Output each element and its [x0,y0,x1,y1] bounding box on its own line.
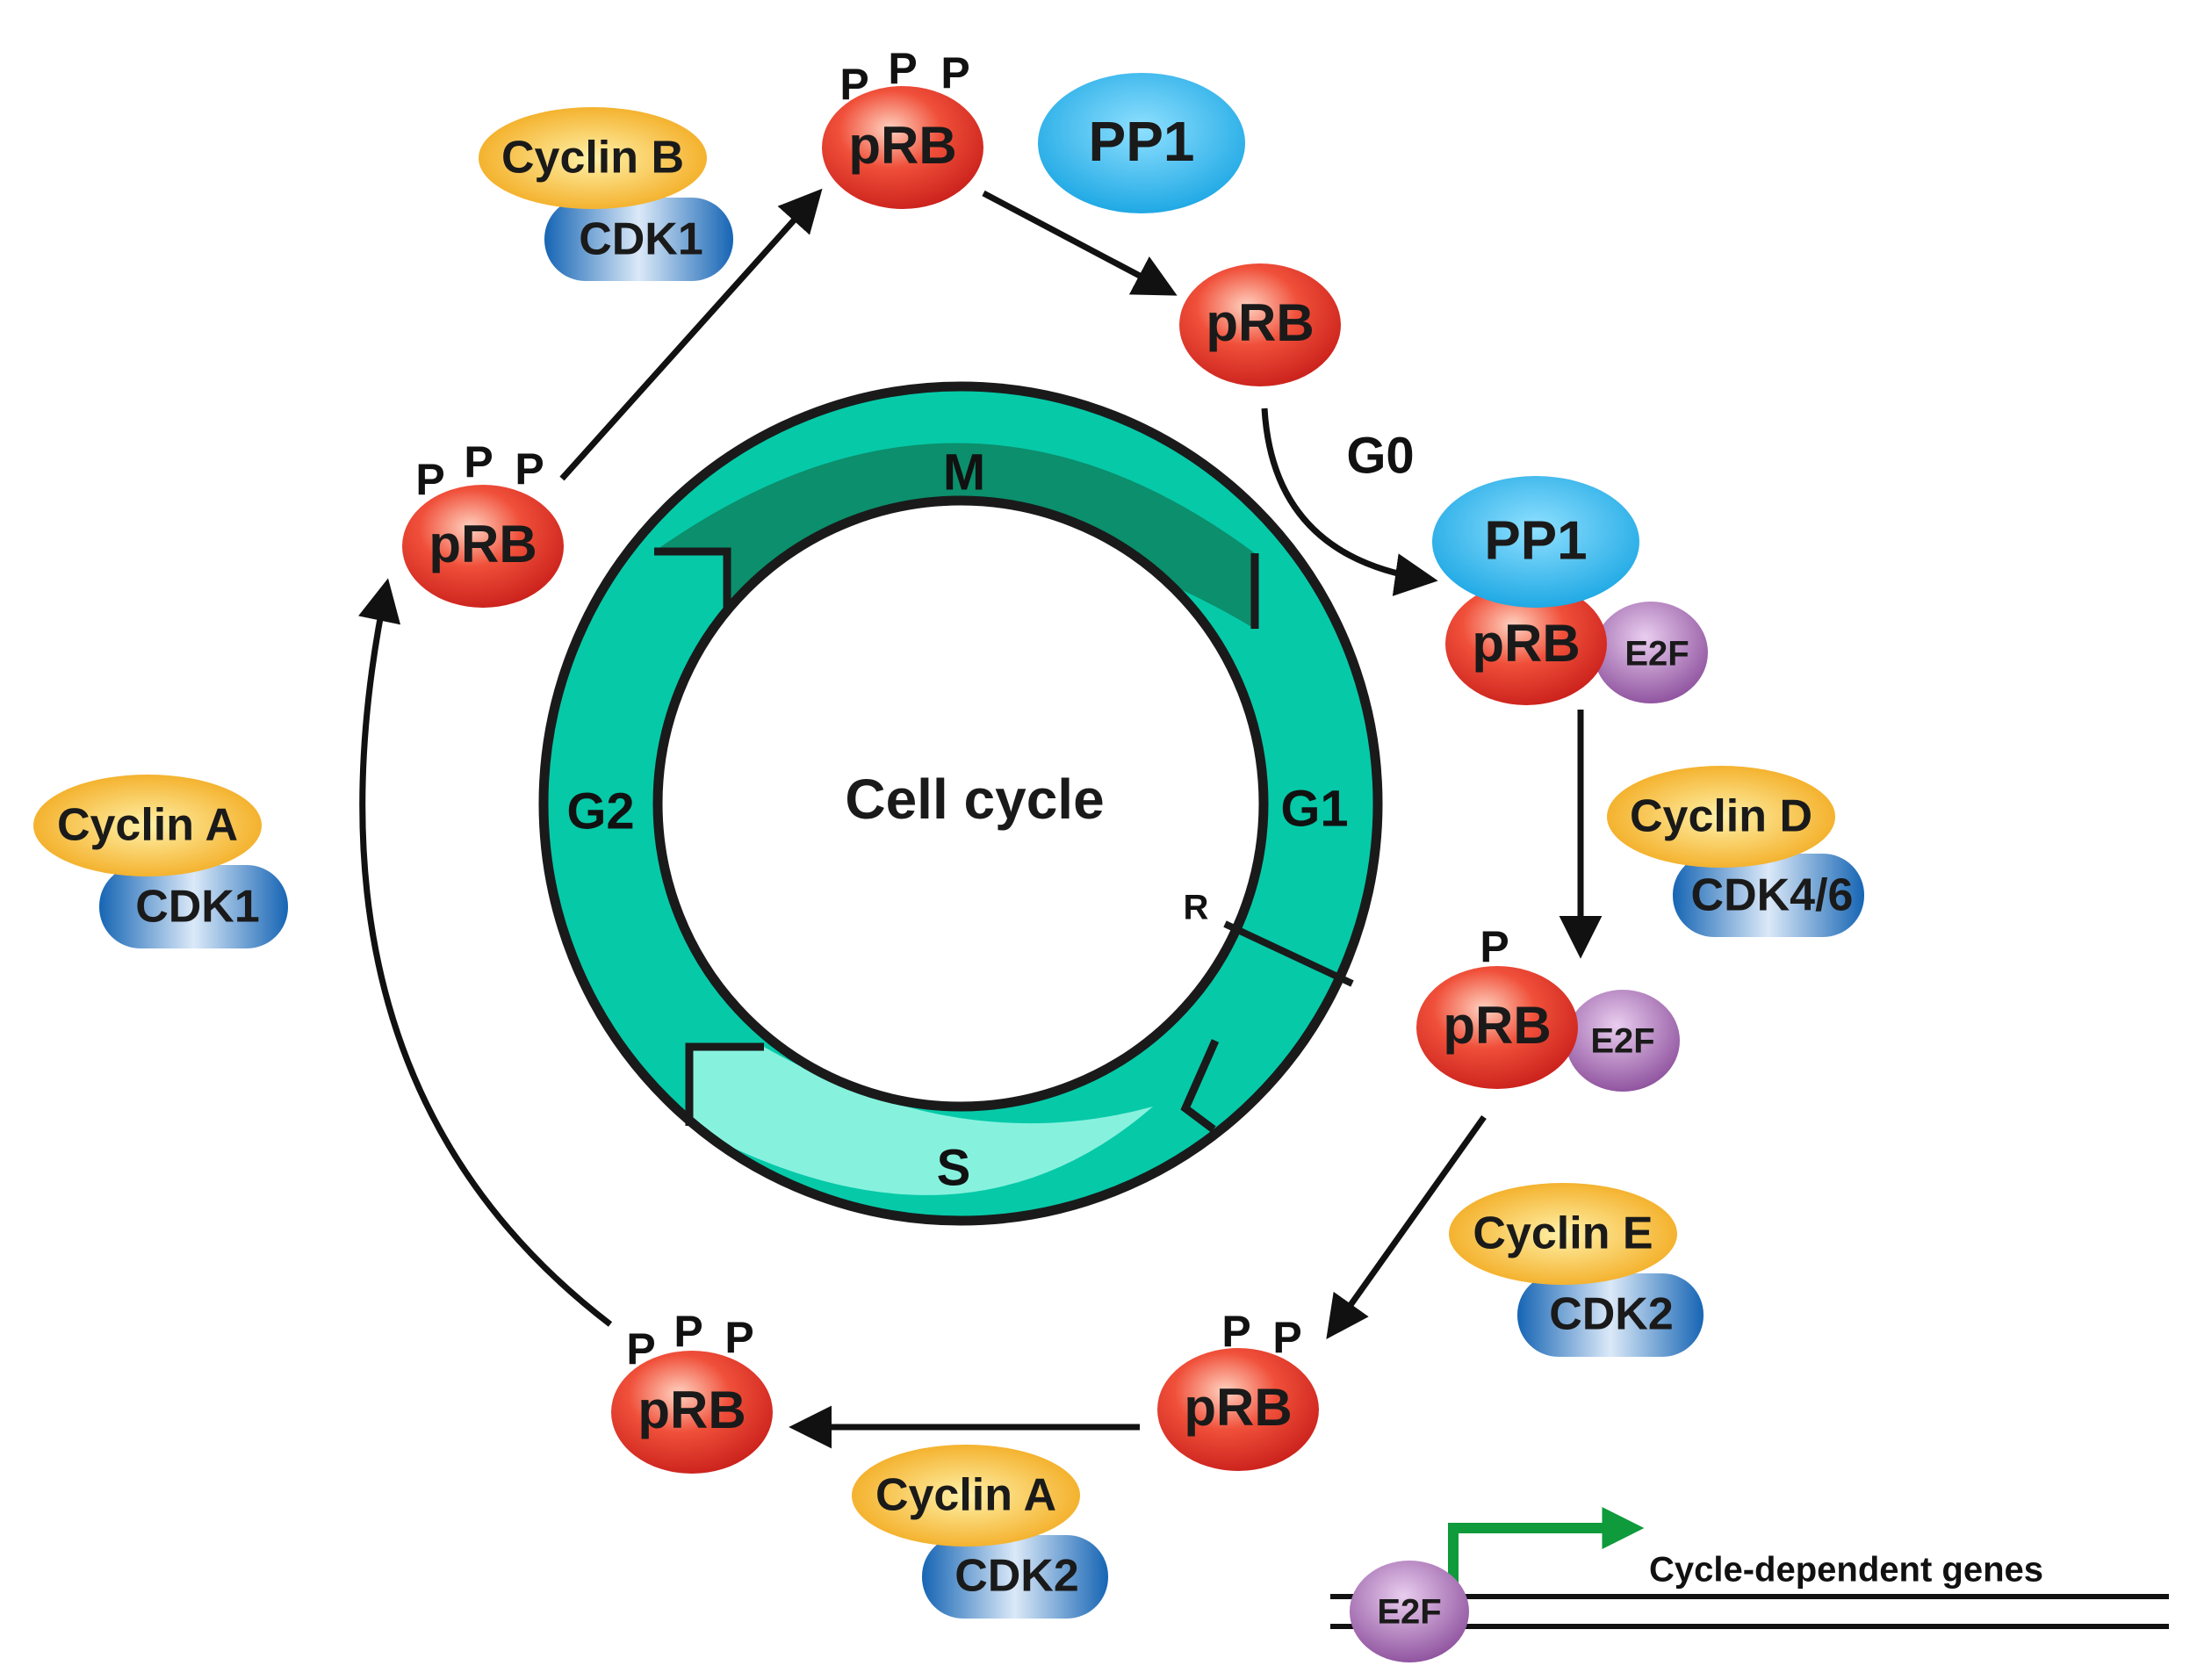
cell-cycle-ring: Cell cycle M G1 S G2 R [538,381,1383,1226]
cyclin-label: Cyclin A [875,1470,1056,1521]
e2f-label: E2F [1377,1593,1441,1632]
phosphate-label: P [888,44,917,93]
prb-label: pRB [1443,996,1551,1055]
e2f-label: E2F [1624,635,1689,674]
cdk-pill [1517,1273,1704,1357]
cyclin-d-cdk46-complex: Cyclin D CDK4/6 [1607,766,1864,937]
e2f-ellipse [1350,1561,1469,1662]
arrow-to-dephospho-prb [982,190,1178,296]
pp1-label: PP1 [1484,510,1587,571]
arrow-to-top-prb [559,188,823,481]
prb-ellipse [611,1351,773,1474]
cyclin-ellipse [1607,766,1835,868]
prb-label: pRB [1472,614,1580,673]
cycle-title: Cell cycle [845,768,1104,831]
ring-outer-border [538,381,1383,1226]
cyclin-ellipse [33,775,262,876]
prb-ellipse [822,86,983,209]
pathway-arrows [358,188,1603,1449]
e2f-label: E2F [1590,1022,1654,1061]
cdk-label: CDK1 [135,882,260,933]
phosphate-label: P [1272,1313,1301,1362]
cdk-label: CDK2 [1549,1289,1674,1340]
pp1-prb-e2f-complex: PP1 pRB E2F [1432,476,1708,705]
pp1-free: PP1 [1038,73,1245,213]
prb-monophospho-e2f: pRB E2F P [1416,922,1680,1092]
prb-ellipse [1445,582,1607,705]
prb-ellipse [402,485,564,608]
pp1-ellipse [1038,73,1245,213]
cyclin-b-cdk1-complex: Cyclin B CDK1 [479,107,733,281]
ring-inner-circle [652,495,1269,1112]
cyclin-ellipse [479,107,707,209]
e2f-ellipse [1566,990,1680,1092]
phase-g1-label: G1 [1280,780,1348,837]
cdk-pill [99,865,288,948]
phosphate-label: P [724,1313,753,1362]
phosphate-label: P [415,455,444,504]
phase-g2-label: G2 [566,782,634,840]
g1-s-boundary [1180,1039,1220,1133]
s-g2-boundary [685,1042,764,1126]
prb-triphospho-bottom: pRB P P P [611,1307,773,1474]
phosphate-label: P [1221,1307,1250,1356]
phosphate-label: P [1480,922,1509,971]
phosphate-label: P [674,1307,702,1356]
arrow-to-triphospho-prb-left [358,578,613,1327]
cdk-pill [1673,854,1864,937]
cyclin-label: Cyclin B [501,133,684,184]
restriction-point-label: R [1184,889,1209,927]
prb-hyperphospho-top: pRB P P P [822,44,983,209]
g0-label: G0 [1346,427,1414,484]
arrow-to-diphospho-prb [1326,1114,1487,1339]
cyclin-a-cdk1-complex: Cyclin A CDK1 [33,775,288,948]
prb-label: pRB [637,1381,746,1439]
phase-m-label: M [943,443,985,501]
pp1-label: PP1 [1089,110,1195,173]
pp1-ellipse [1432,476,1639,608]
phosphate-label: P [515,444,544,494]
restriction-point-marker [1223,920,1354,987]
genes-label: Cycle-dependent genes [1649,1551,2043,1590]
cdk-label: CDK4/6 [1691,870,1854,921]
arrow-g0-to-pp1-complex [1261,407,1438,596]
phosphate-label: P [464,437,493,487]
prb-label: pRB [1206,293,1314,352]
cdk-label: CDK2 [954,1551,1079,1602]
prb-ellipse [1179,263,1341,386]
phosphate-label: P [626,1324,655,1374]
cdk-pill [922,1535,1108,1619]
phase-s-segment [689,1047,1153,1195]
prb-label: pRB [429,515,537,573]
prb-dephospho: pRB [1179,263,1341,386]
cyclin-label: Cyclin D [1630,791,1812,842]
phosphate-label: P [839,60,868,109]
promoter-arrow-icon [1448,1507,1645,1598]
e2f-ellipse [1594,602,1708,703]
m-g2-boundary [654,547,731,624]
prb-diphospho: pRB P P [1157,1307,1319,1471]
prb-triphospho-left: pRB P P P [402,437,564,608]
cyclin-e-cdk2-complex: Cyclin E CDK2 [1449,1183,1704,1357]
cdk-label: CDK1 [579,214,703,265]
cdk-pill [544,198,733,281]
prb-label: pRB [848,116,956,175]
cyclin-label: Cyclin E [1473,1208,1653,1259]
cyclin-ellipse [852,1445,1080,1547]
prb-ellipse [1416,966,1578,1089]
cyclin-ellipse [1449,1183,1677,1285]
gene-legend: E2F Cycle-dependent genes [1330,1507,2169,1662]
phase-s-label: S [937,1139,971,1196]
cyclin-a-cdk2-complex: Cyclin A CDK2 [852,1445,1108,1619]
prb-ellipse [1157,1348,1319,1471]
phosphate-label: P [940,48,969,97]
prb-label: pRB [1184,1378,1292,1437]
cyclin-label: Cyclin A [57,800,238,851]
